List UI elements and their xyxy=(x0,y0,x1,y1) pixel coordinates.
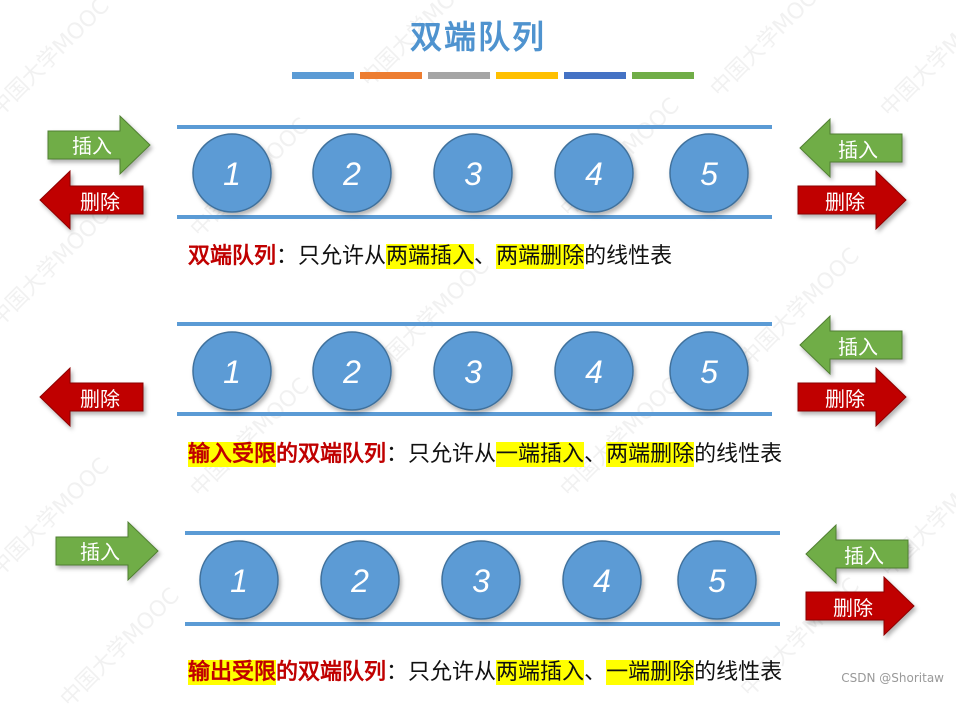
delete-arrow-left: 删除 xyxy=(39,366,144,428)
caption-text: 的线性表 xyxy=(584,244,673,269)
queue-1: 1 2 3 4 5 插入 删除 插入 删除 xyxy=(39,114,907,231)
color-bar xyxy=(292,72,354,79)
queue-element: 3 xyxy=(433,331,513,411)
queue-element: 2 xyxy=(320,540,400,620)
page-title: 双端队列 xyxy=(409,18,546,56)
caption-deque: 双端队列：只允许从两端插入、两端删除的线性表 xyxy=(188,238,672,270)
queue-element-label: 2 xyxy=(342,354,361,390)
queue-element-label: 3 xyxy=(472,563,490,599)
queue-element-label: 1 xyxy=(223,354,241,390)
caption-input-restricted: 输入受限的双端队列：只允许从一端插入、两端删除的线性表 xyxy=(188,436,782,468)
delete-label: 删除 xyxy=(80,387,120,411)
queue-3: 1 2 3 4 5 插入 插入 删除 xyxy=(55,520,915,637)
queue-element: 4 xyxy=(562,540,642,620)
insert-label: 插入 xyxy=(838,335,878,359)
caption-term: 双端队列 xyxy=(188,244,277,269)
caption-highlight: 两端插入 xyxy=(386,244,475,269)
caption-text: ：只允许从 xyxy=(386,442,497,467)
caption-highlight: 一端插入 xyxy=(496,442,585,467)
insert-arrow-right: 插入 xyxy=(799,314,903,376)
queue-element: 1 xyxy=(192,331,272,411)
caption-term-highlight: 输入受限 xyxy=(188,442,277,467)
queue-element-label: 5 xyxy=(708,563,726,599)
queue-element-label: 1 xyxy=(230,563,248,599)
source-credit: CSDN @Shoritaw xyxy=(841,671,944,685)
queue-element-label: 4 xyxy=(585,156,603,192)
queue-element: 2 xyxy=(312,331,392,411)
caption-term-highlight: 输出受限 xyxy=(188,660,277,685)
queue-element-label: 4 xyxy=(585,354,603,390)
insert-arrow-left: 插入 xyxy=(47,114,151,176)
color-bar xyxy=(360,72,422,79)
caption-text: ：只允许从 xyxy=(276,244,387,269)
deque-diagram: 1 2 3 4 5 插入 删除 插入 删除 1 2 3 4 5 xyxy=(39,114,915,637)
queue-element-label: 5 xyxy=(700,156,718,192)
delete-arrow-right: 删除 xyxy=(797,169,907,231)
queue-element: 1 xyxy=(199,540,279,620)
insert-label: 插入 xyxy=(844,544,884,568)
caption-text: ：只允许从 xyxy=(386,660,497,685)
delete-arrow-left: 删除 xyxy=(39,169,144,231)
queue-element: 5 xyxy=(669,331,749,411)
insert-label: 插入 xyxy=(72,134,112,158)
queue-element-label: 5 xyxy=(700,354,718,390)
insert-label: 插入 xyxy=(838,138,878,162)
caption-text: 、 xyxy=(584,660,607,685)
queue-2: 1 2 3 4 5 删除 插入 删除 xyxy=(39,314,907,428)
caption-highlight: 两端删除 xyxy=(496,244,585,269)
queue-element: 3 xyxy=(433,133,513,213)
caption-text: 、 xyxy=(474,244,497,269)
caption-highlight: 两端插入 xyxy=(496,660,585,685)
queue-element-label: 1 xyxy=(223,156,241,192)
caption-output-restricted: 输出受限的双端队列：只允许从两端插入、一端删除的线性表 xyxy=(188,654,782,686)
caption-text: 的线性表 xyxy=(694,660,783,685)
queue-element-label: 3 xyxy=(464,354,482,390)
queue-element: 1 xyxy=(192,133,272,213)
insert-arrow-left: 插入 xyxy=(55,520,159,582)
insert-label: 插入 xyxy=(80,540,120,564)
caption-term: 的双端队列 xyxy=(276,442,387,467)
queue-element-label: 2 xyxy=(350,563,369,599)
delete-label: 删除 xyxy=(825,387,865,411)
queue-element: 4 xyxy=(554,331,634,411)
queue-element: 5 xyxy=(669,133,749,213)
color-bar xyxy=(632,72,694,79)
color-bar xyxy=(496,72,558,79)
delete-arrow-right: 删除 xyxy=(797,366,907,428)
queue-element: 5 xyxy=(677,540,757,620)
delete-label: 删除 xyxy=(80,190,120,214)
caption-text: 、 xyxy=(584,442,607,467)
caption-term: 的双端队列 xyxy=(276,660,387,685)
delete-arrow-right: 删除 xyxy=(805,575,915,637)
queue-element-label: 2 xyxy=(342,156,361,192)
queue-element-label: 3 xyxy=(464,156,482,192)
color-bar xyxy=(564,72,626,79)
queue-element-label: 4 xyxy=(593,563,611,599)
caption-highlight: 一端删除 xyxy=(606,660,695,685)
queue-element: 4 xyxy=(554,133,634,213)
insert-arrow-right: 插入 xyxy=(799,117,903,179)
queue-element: 3 xyxy=(441,540,521,620)
delete-label: 删除 xyxy=(825,190,865,214)
delete-label: 删除 xyxy=(833,596,873,620)
insert-arrow-right: 插入 xyxy=(805,523,909,585)
caption-text: 的线性表 xyxy=(694,442,783,467)
color-bar xyxy=(428,72,490,79)
queue-element: 2 xyxy=(312,133,392,213)
title-color-bars xyxy=(292,72,694,79)
caption-highlight: 两端删除 xyxy=(606,442,695,467)
